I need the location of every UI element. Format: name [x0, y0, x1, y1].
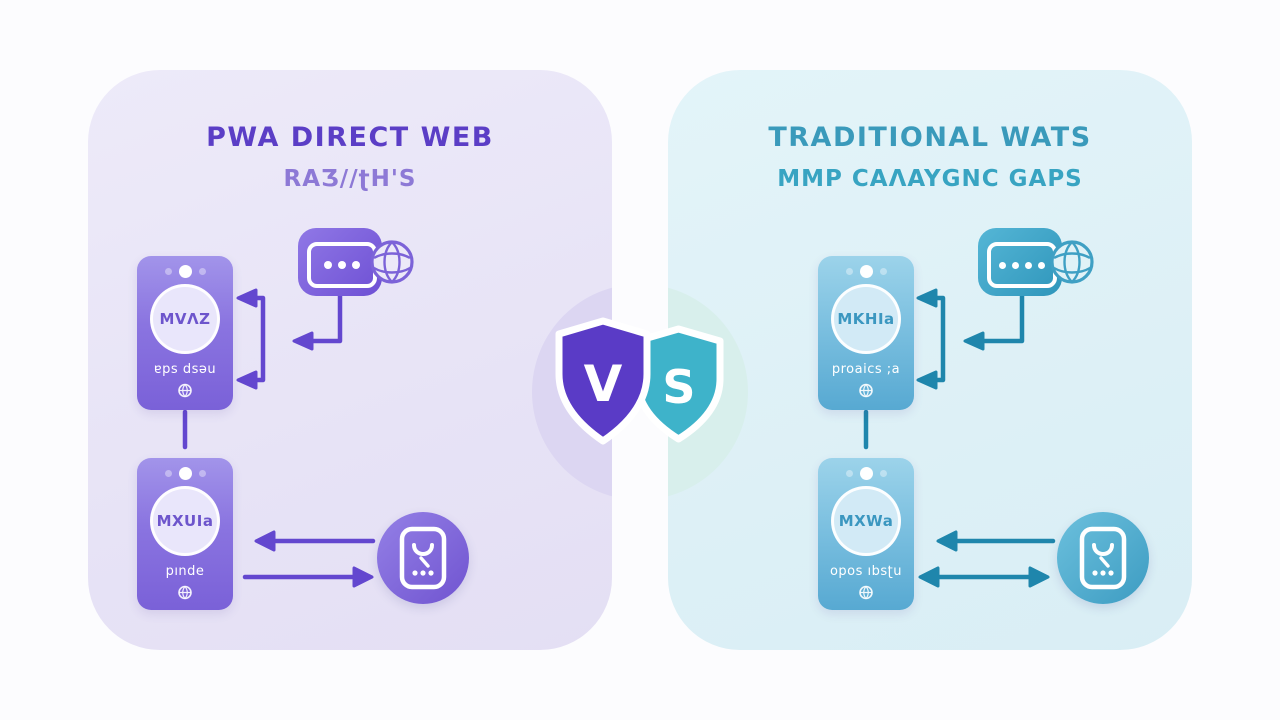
app-card-icon [377, 512, 469, 604]
phone-caption: ɐps dsǝu [153, 362, 217, 377]
chat-dots-icon [298, 228, 382, 296]
shield-purple-icon: V [555, 317, 651, 445]
phone-speaker-dots [137, 265, 233, 278]
globe-wireframe-icon [1050, 240, 1094, 284]
vs-badge: S V [555, 317, 724, 445]
left-panel-title: PWA DIRECT WEB [206, 122, 494, 153]
vs-letter-v: V [584, 355, 623, 413]
phone-speaker-dots [818, 467, 914, 480]
phone-speaker-dots [818, 265, 914, 278]
phone-caption: opos ıbsʈu [829, 564, 903, 579]
app-badge: MXUIa [150, 486, 220, 556]
right-panel-subtitle: MMP CAΛAYGNC GAPS [777, 166, 1083, 192]
left-panel-subtitle: RAӠ//ʈH'S [283, 166, 417, 192]
right-phone-bottom: MXWa opos ıbsʈu [818, 458, 914, 610]
chat-dots-icon [978, 228, 1062, 296]
phone-speaker-dots [137, 467, 233, 480]
right-phone-top: MKHIa proaics ;a [818, 256, 914, 410]
vs-letter-s: S [662, 360, 695, 414]
traditional-panel: TRADITIONAL WATS MMP CAΛAYGNC GAPS [668, 70, 1192, 650]
left-phone-top: MVΛZ ɐps dsǝu [137, 256, 233, 410]
shield-teal-icon: S [633, 325, 724, 443]
app-badge: MXWa [831, 486, 901, 556]
phone-caption: pınde [165, 564, 205, 579]
right-flow-arrows [863, 288, 1056, 588]
mini-globe-icon [178, 585, 192, 600]
phone-caption: proaics ;a [831, 362, 901, 377]
mini-globe-icon [859, 585, 873, 600]
app-badge: MKHIa [831, 284, 901, 354]
globe-wireframe-icon [370, 240, 414, 284]
right-panel-title: TRADITIONAL WATS [768, 122, 1092, 153]
left-phone-bottom: MXUIa pınde [137, 458, 233, 610]
mini-globe-icon [859, 383, 873, 398]
pwa-panel: PWA DIRECT WEB RAӠ//ʈH'S [88, 70, 612, 650]
app-card-icon [1057, 512, 1149, 604]
mini-globe-icon [178, 383, 192, 398]
app-badge: MVΛZ [150, 284, 220, 354]
left-flow-arrows [182, 288, 376, 588]
